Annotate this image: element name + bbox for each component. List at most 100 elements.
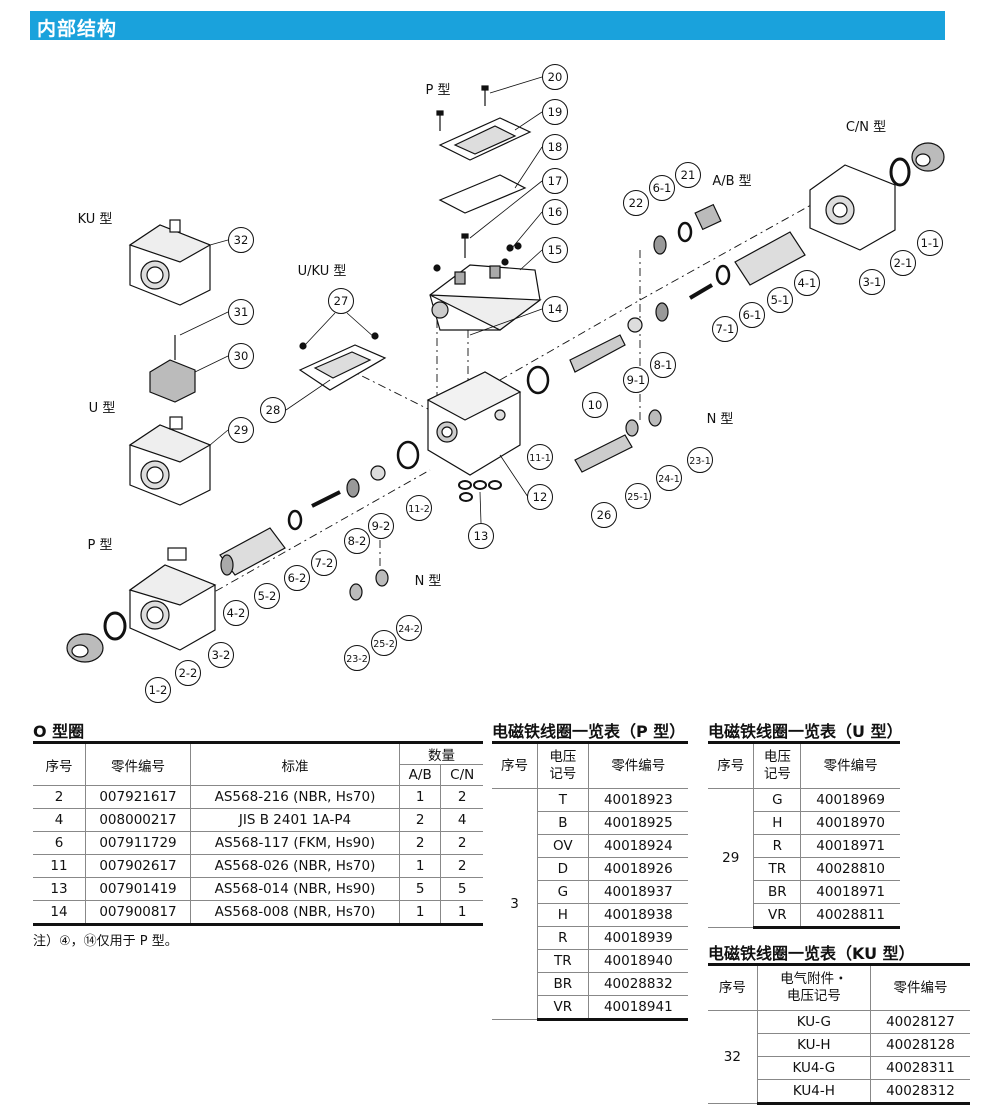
type-label-u: U 型 — [89, 401, 116, 416]
svg-text:27: 27 — [334, 294, 349, 308]
screw-16 — [433, 244, 514, 272]
col-part: 零件编号 — [587, 741, 688, 789]
cell-part: 40018969 — [800, 788, 900, 812]
callout-9-2: 9-2 — [368, 513, 394, 539]
svg-text:6-2: 6-2 — [288, 571, 307, 585]
col-part: 零件编号 — [85, 741, 191, 786]
svg-text:20: 20 — [548, 70, 563, 84]
oring-6-2 — [287, 509, 303, 531]
svg-text:9-2: 9-2 — [372, 519, 391, 533]
cell-std: AS568-117 (FKM, Hs90) — [190, 831, 400, 855]
callout-8-1: 8-1 — [650, 352, 676, 378]
col-volt: 电压记号 — [537, 741, 589, 789]
svg-text:18: 18 — [548, 140, 563, 154]
svg-text:23-1: 23-1 — [689, 456, 711, 467]
svg-text:7-1: 7-1 — [716, 322, 735, 336]
callout-13: 13 — [468, 523, 494, 549]
callout-15: 15 — [542, 237, 568, 263]
svg-text:6-1: 6-1 — [743, 308, 762, 322]
svg-text:28: 28 — [266, 403, 281, 417]
parts-23-24-25-1 — [625, 409, 662, 437]
cell-voltage: H — [753, 811, 801, 835]
callout-14: 14 — [542, 296, 568, 322]
oring-table-title: O 型圈 — [33, 722, 85, 741]
type-label-cn: C/N 型 — [846, 120, 886, 135]
callout-20: 20 — [542, 64, 568, 90]
callout-8-2: 8-2 — [344, 528, 370, 554]
plate-18 — [438, 174, 527, 214]
pin-7-1 — [688, 283, 714, 300]
svg-text:4-2: 4-2 — [227, 606, 246, 620]
cell-std: AS568-008 (NBR, Hs70) — [190, 900, 400, 926]
oring-11-1 — [526, 365, 550, 395]
callout-32: 32 — [228, 227, 254, 253]
callout-26: 26 — [591, 502, 617, 528]
callout-25-1: 25-1 — [625, 483, 651, 509]
svg-text:6-1: 6-1 — [653, 181, 672, 195]
cell-part: 007900817 — [85, 900, 191, 926]
cell-part: 40018926 — [587, 857, 688, 881]
callout-11-2: 11-2 — [406, 495, 432, 521]
cell-part: 40028128 — [869, 1033, 970, 1057]
col-volt: 电压记号 — [753, 741, 801, 789]
svg-text:26: 26 — [597, 508, 612, 522]
cell-cn: 5 — [440, 877, 483, 901]
callout-31: 31 — [228, 299, 254, 325]
callout-4-2: 4-2 — [223, 600, 249, 626]
svg-text:1-2: 1-2 — [149, 683, 168, 697]
svg-text:2-1: 2-1 — [894, 256, 913, 270]
cell-part: 40018939 — [587, 926, 688, 950]
callout-10: 10 — [582, 392, 608, 418]
callout-11-1: 11-1 — [527, 444, 553, 470]
cell-voltage: G — [537, 880, 589, 904]
cell-voltage: R — [753, 834, 801, 858]
connector-30 — [149, 335, 196, 403]
cell-std: JIS B 2401 1A-P4 — [190, 808, 400, 832]
callout-12: 12 — [527, 484, 553, 510]
cell-cn: 2 — [440, 854, 483, 878]
cell-seq: 3 — [492, 788, 538, 1020]
cell-no: 4 — [33, 808, 86, 832]
callout-24-1: 24-1 — [656, 465, 682, 491]
svg-text:25-1: 25-1 — [627, 492, 649, 503]
svg-text:17: 17 — [548, 174, 563, 188]
plug-21 — [694, 203, 722, 231]
svg-text:12: 12 — [533, 490, 548, 504]
cell-part: 40018938 — [587, 903, 688, 927]
col-part: 零件编号 — [800, 741, 900, 789]
callout-16: 16 — [542, 199, 568, 225]
coil-32-ku — [128, 219, 212, 306]
cell-part: 40028810 — [800, 857, 900, 881]
svg-text:24-1: 24-1 — [658, 474, 680, 485]
cell-std: AS568-216 (NBR, Hs70) — [190, 785, 400, 809]
callout-22: 22 — [623, 190, 649, 216]
svg-text:11-1: 11-1 — [529, 453, 551, 464]
screw-17 — [461, 233, 469, 258]
callout-18: 18 — [542, 134, 568, 160]
pin-7-2 — [311, 490, 341, 508]
callout-6-1: 6-1 — [739, 302, 765, 328]
svg-text:8-1: 8-1 — [654, 358, 673, 372]
spool-10 — [569, 334, 626, 373]
cell-seq: 29 — [708, 788, 754, 928]
svg-text:30: 30 — [234, 349, 249, 363]
svg-text:25-2: 25-2 — [373, 639, 395, 650]
section-header: 内部结构 — [30, 11, 945, 40]
svg-text:5-1: 5-1 — [771, 293, 790, 307]
cell-part: 007902617 — [85, 854, 191, 878]
cell-part: 40018937 — [587, 880, 688, 904]
col-ab: A/B — [398, 764, 441, 786]
spool-26 — [574, 434, 633, 473]
svg-text:32: 32 — [234, 233, 249, 247]
oring-2-2 — [103, 611, 127, 641]
